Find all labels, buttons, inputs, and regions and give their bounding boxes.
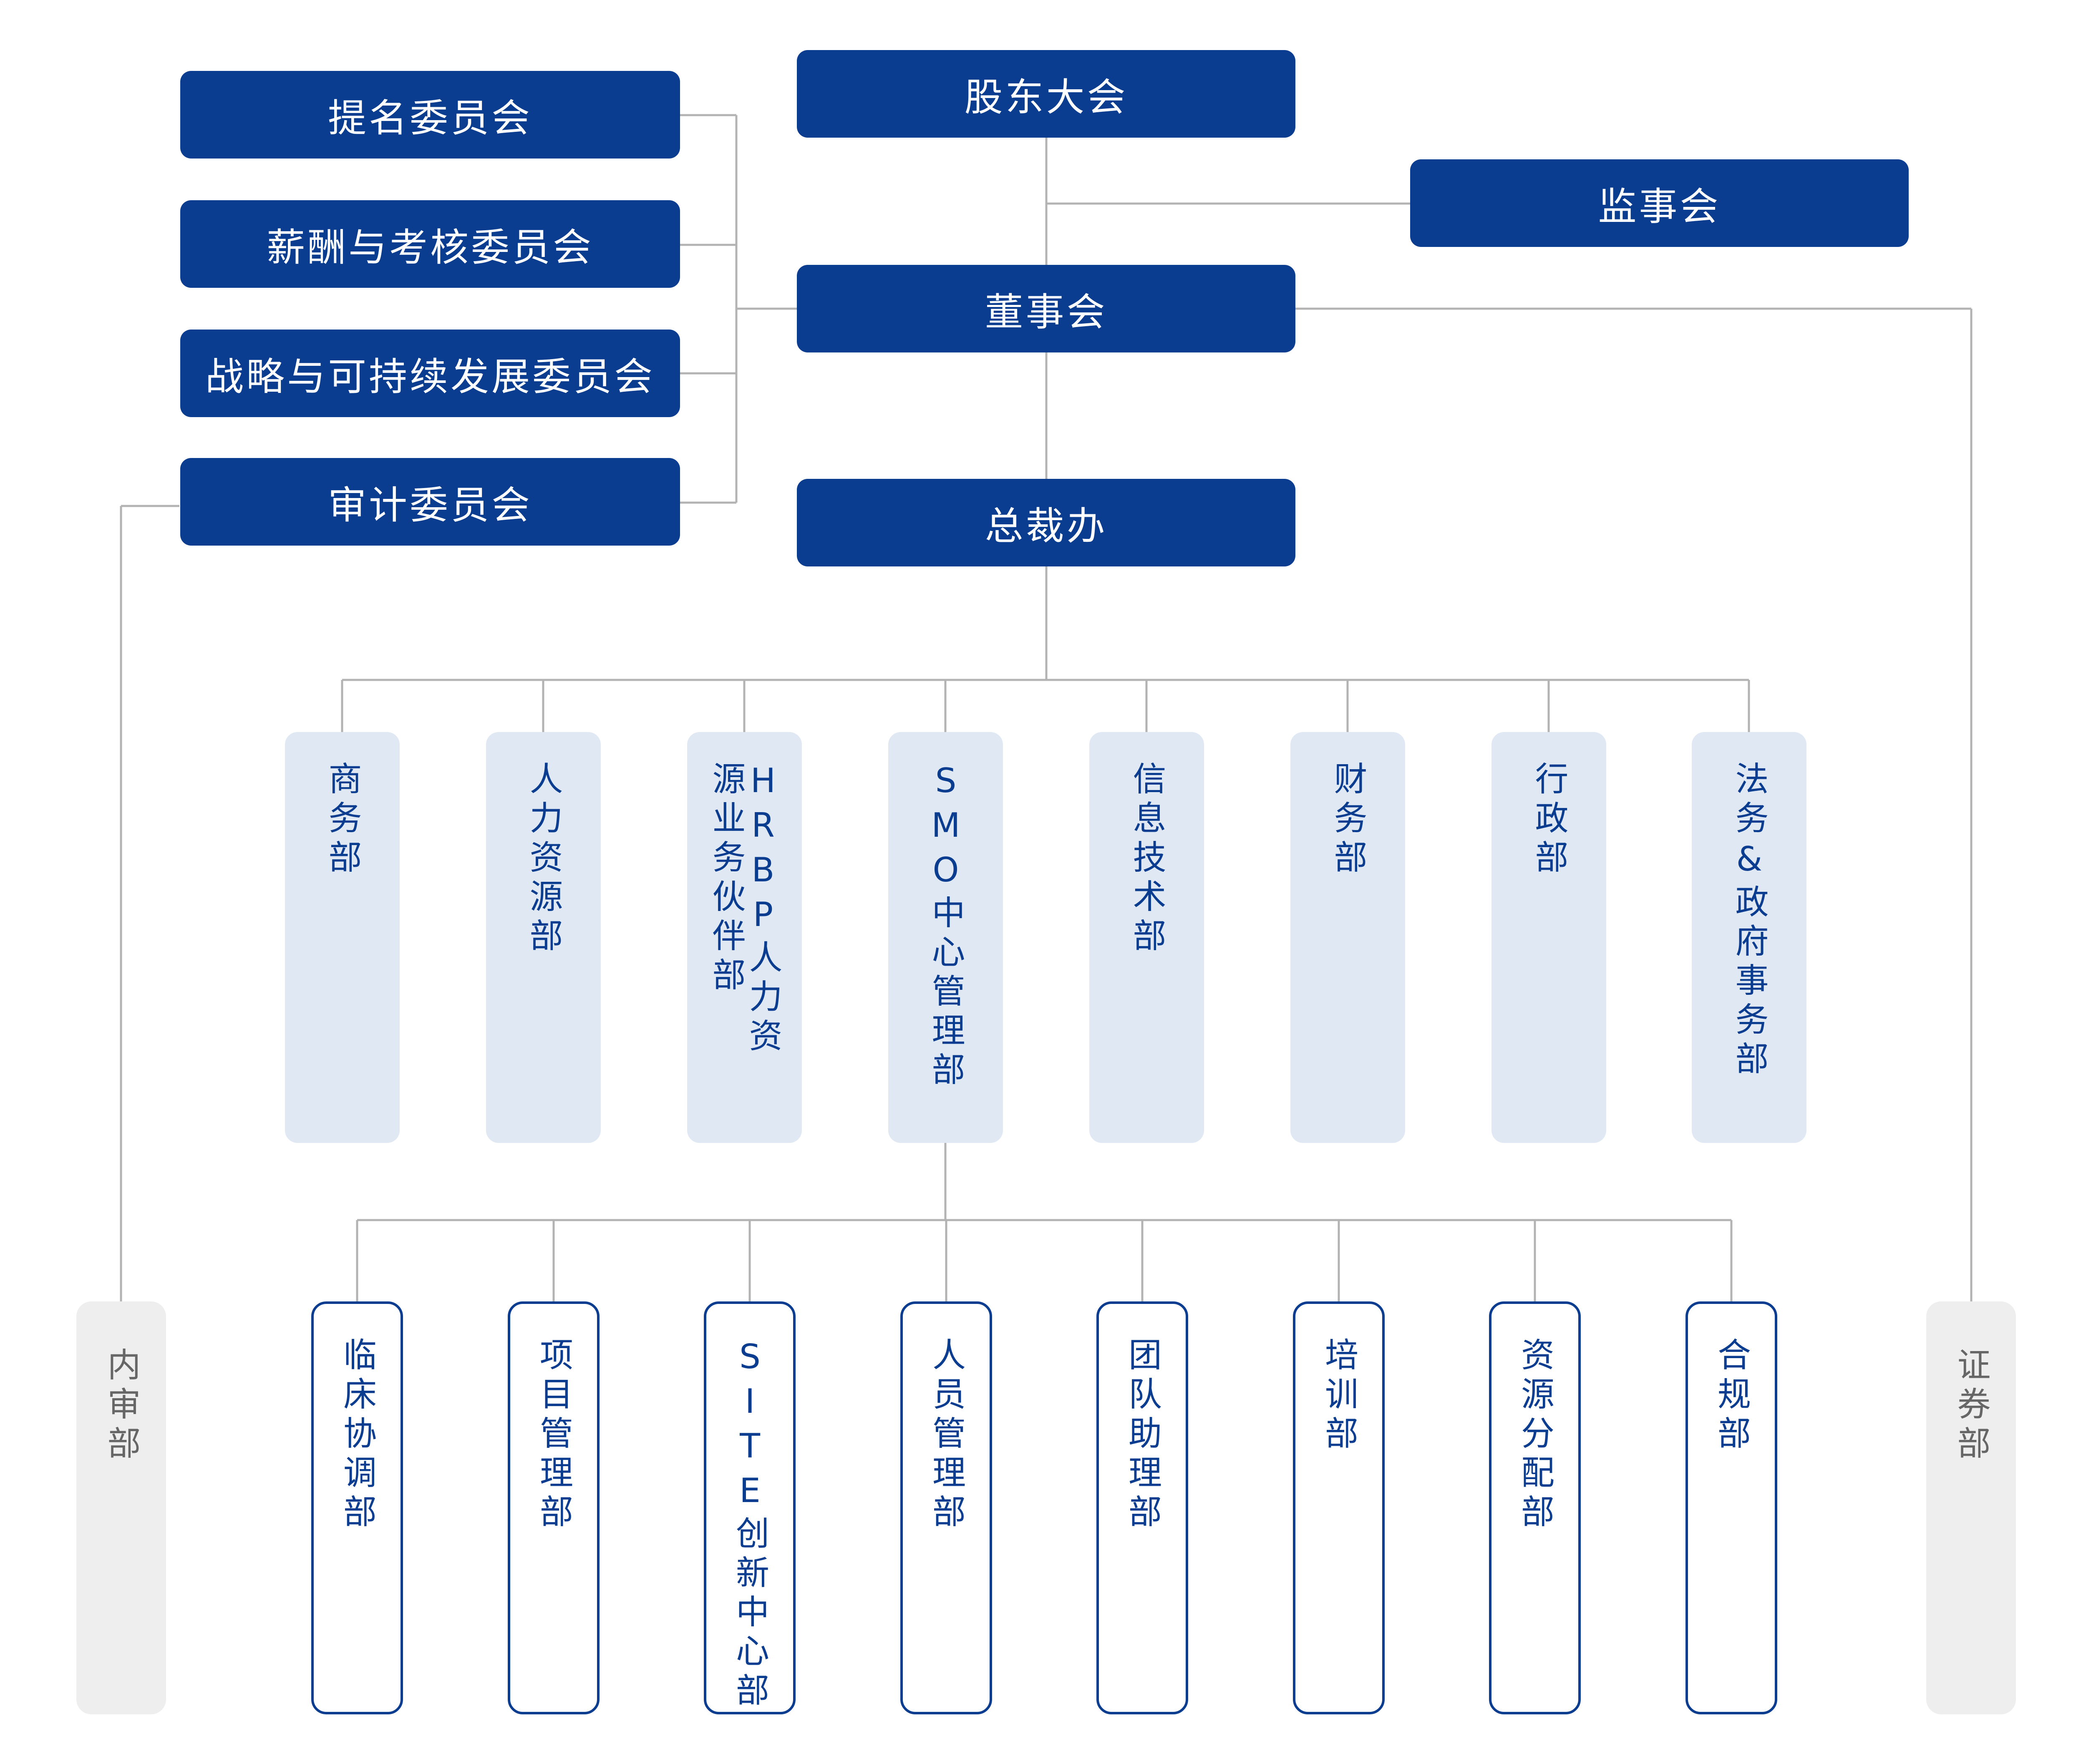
unit-label: 合规部 bbox=[1712, 1337, 1751, 1455]
committee-label: 审计委员会 bbox=[328, 483, 532, 528]
dept-label: 商务部 bbox=[323, 761, 362, 879]
dept-label: 行政部 bbox=[1529, 761, 1569, 879]
dept-legal: 法务&政府事务部 bbox=[1692, 732, 1806, 1143]
internal-audit-label: 内审部 bbox=[102, 1347, 141, 1465]
unit-label: SITE创新中心部 bbox=[731, 1337, 769, 1712]
committee-strategy: 战略与可持续发展委员会 bbox=[180, 330, 680, 417]
unit-label: 人员管理部 bbox=[927, 1337, 966, 1533]
board-of-directors-box: 董事会 bbox=[797, 265, 1295, 352]
dept-label: 财务部 bbox=[1328, 761, 1368, 879]
board-of-directors-label: 董事会 bbox=[985, 289, 1108, 335]
securities-box: 证券部 bbox=[1926, 1301, 2016, 1714]
unit-team-assistant: 团队助理部 bbox=[1096, 1301, 1188, 1714]
shareholders-meeting-box: 股东大会 bbox=[797, 50, 1295, 138]
unit-label: 项目管理部 bbox=[534, 1337, 573, 1533]
president-office-box: 总裁办 bbox=[797, 479, 1295, 566]
dept-finance: 财务部 bbox=[1290, 732, 1405, 1143]
unit-training: 培训部 bbox=[1293, 1301, 1385, 1714]
dept-label: 法务&政府事务部 bbox=[1730, 761, 1769, 1080]
committee-label: 提名委员会 bbox=[328, 96, 532, 141]
unit-clinical-coordination: 临床协调部 bbox=[311, 1301, 403, 1714]
unit-label: 培训部 bbox=[1320, 1337, 1358, 1455]
dept-commerce: 商务部 bbox=[285, 732, 400, 1143]
supervisory-board-label: 监事会 bbox=[1598, 184, 1721, 229]
dept-smo: SMO中心管理部 bbox=[888, 732, 1003, 1143]
dept-hr: 人力资源部 bbox=[486, 732, 601, 1143]
dept-label: 人力资源部 bbox=[524, 761, 563, 957]
shareholders-meeting-label: 股东大会 bbox=[964, 75, 1128, 120]
committee-compensation: 薪酬与考核委员会 bbox=[180, 200, 680, 288]
unit-resource-allocation: 资源分配部 bbox=[1489, 1301, 1581, 1714]
committee-label: 薪酬与考核委员会 bbox=[266, 225, 594, 270]
dept-label: 信息技术部 bbox=[1127, 761, 1166, 957]
internal-audit-box: 内审部 bbox=[76, 1301, 166, 1714]
committee-label: 战略与可持续发展委员会 bbox=[205, 354, 655, 399]
dept-label: SMO中心管理部 bbox=[926, 761, 965, 1091]
dept-hrbp: HRBP人力资源业务伙伴部 bbox=[687, 732, 802, 1143]
unit-personnel-management: 人员管理部 bbox=[900, 1301, 992, 1714]
unit-label: 临床协调部 bbox=[338, 1337, 377, 1533]
unit-label: 资源分配部 bbox=[1516, 1337, 1554, 1533]
unit-compliance: 合规部 bbox=[1685, 1301, 1777, 1714]
supervisory-board-box: 监事会 bbox=[1410, 159, 1909, 247]
unit-site-innovation: SITE创新中心部 bbox=[704, 1301, 796, 1714]
unit-label: 团队助理部 bbox=[1123, 1337, 1162, 1533]
unit-project-management: 项目管理部 bbox=[508, 1301, 600, 1714]
committee-audit: 审计委员会 bbox=[180, 458, 680, 546]
president-office-label: 总裁办 bbox=[985, 503, 1108, 549]
securities-label: 证券部 bbox=[1952, 1347, 1991, 1465]
dept-it: 信息技术部 bbox=[1089, 732, 1204, 1143]
committee-nomination: 提名委员会 bbox=[180, 71, 680, 159]
dept-label: HRBP人力资源业务伙伴部 bbox=[707, 761, 783, 1057]
dept-admin: 行政部 bbox=[1491, 732, 1606, 1143]
